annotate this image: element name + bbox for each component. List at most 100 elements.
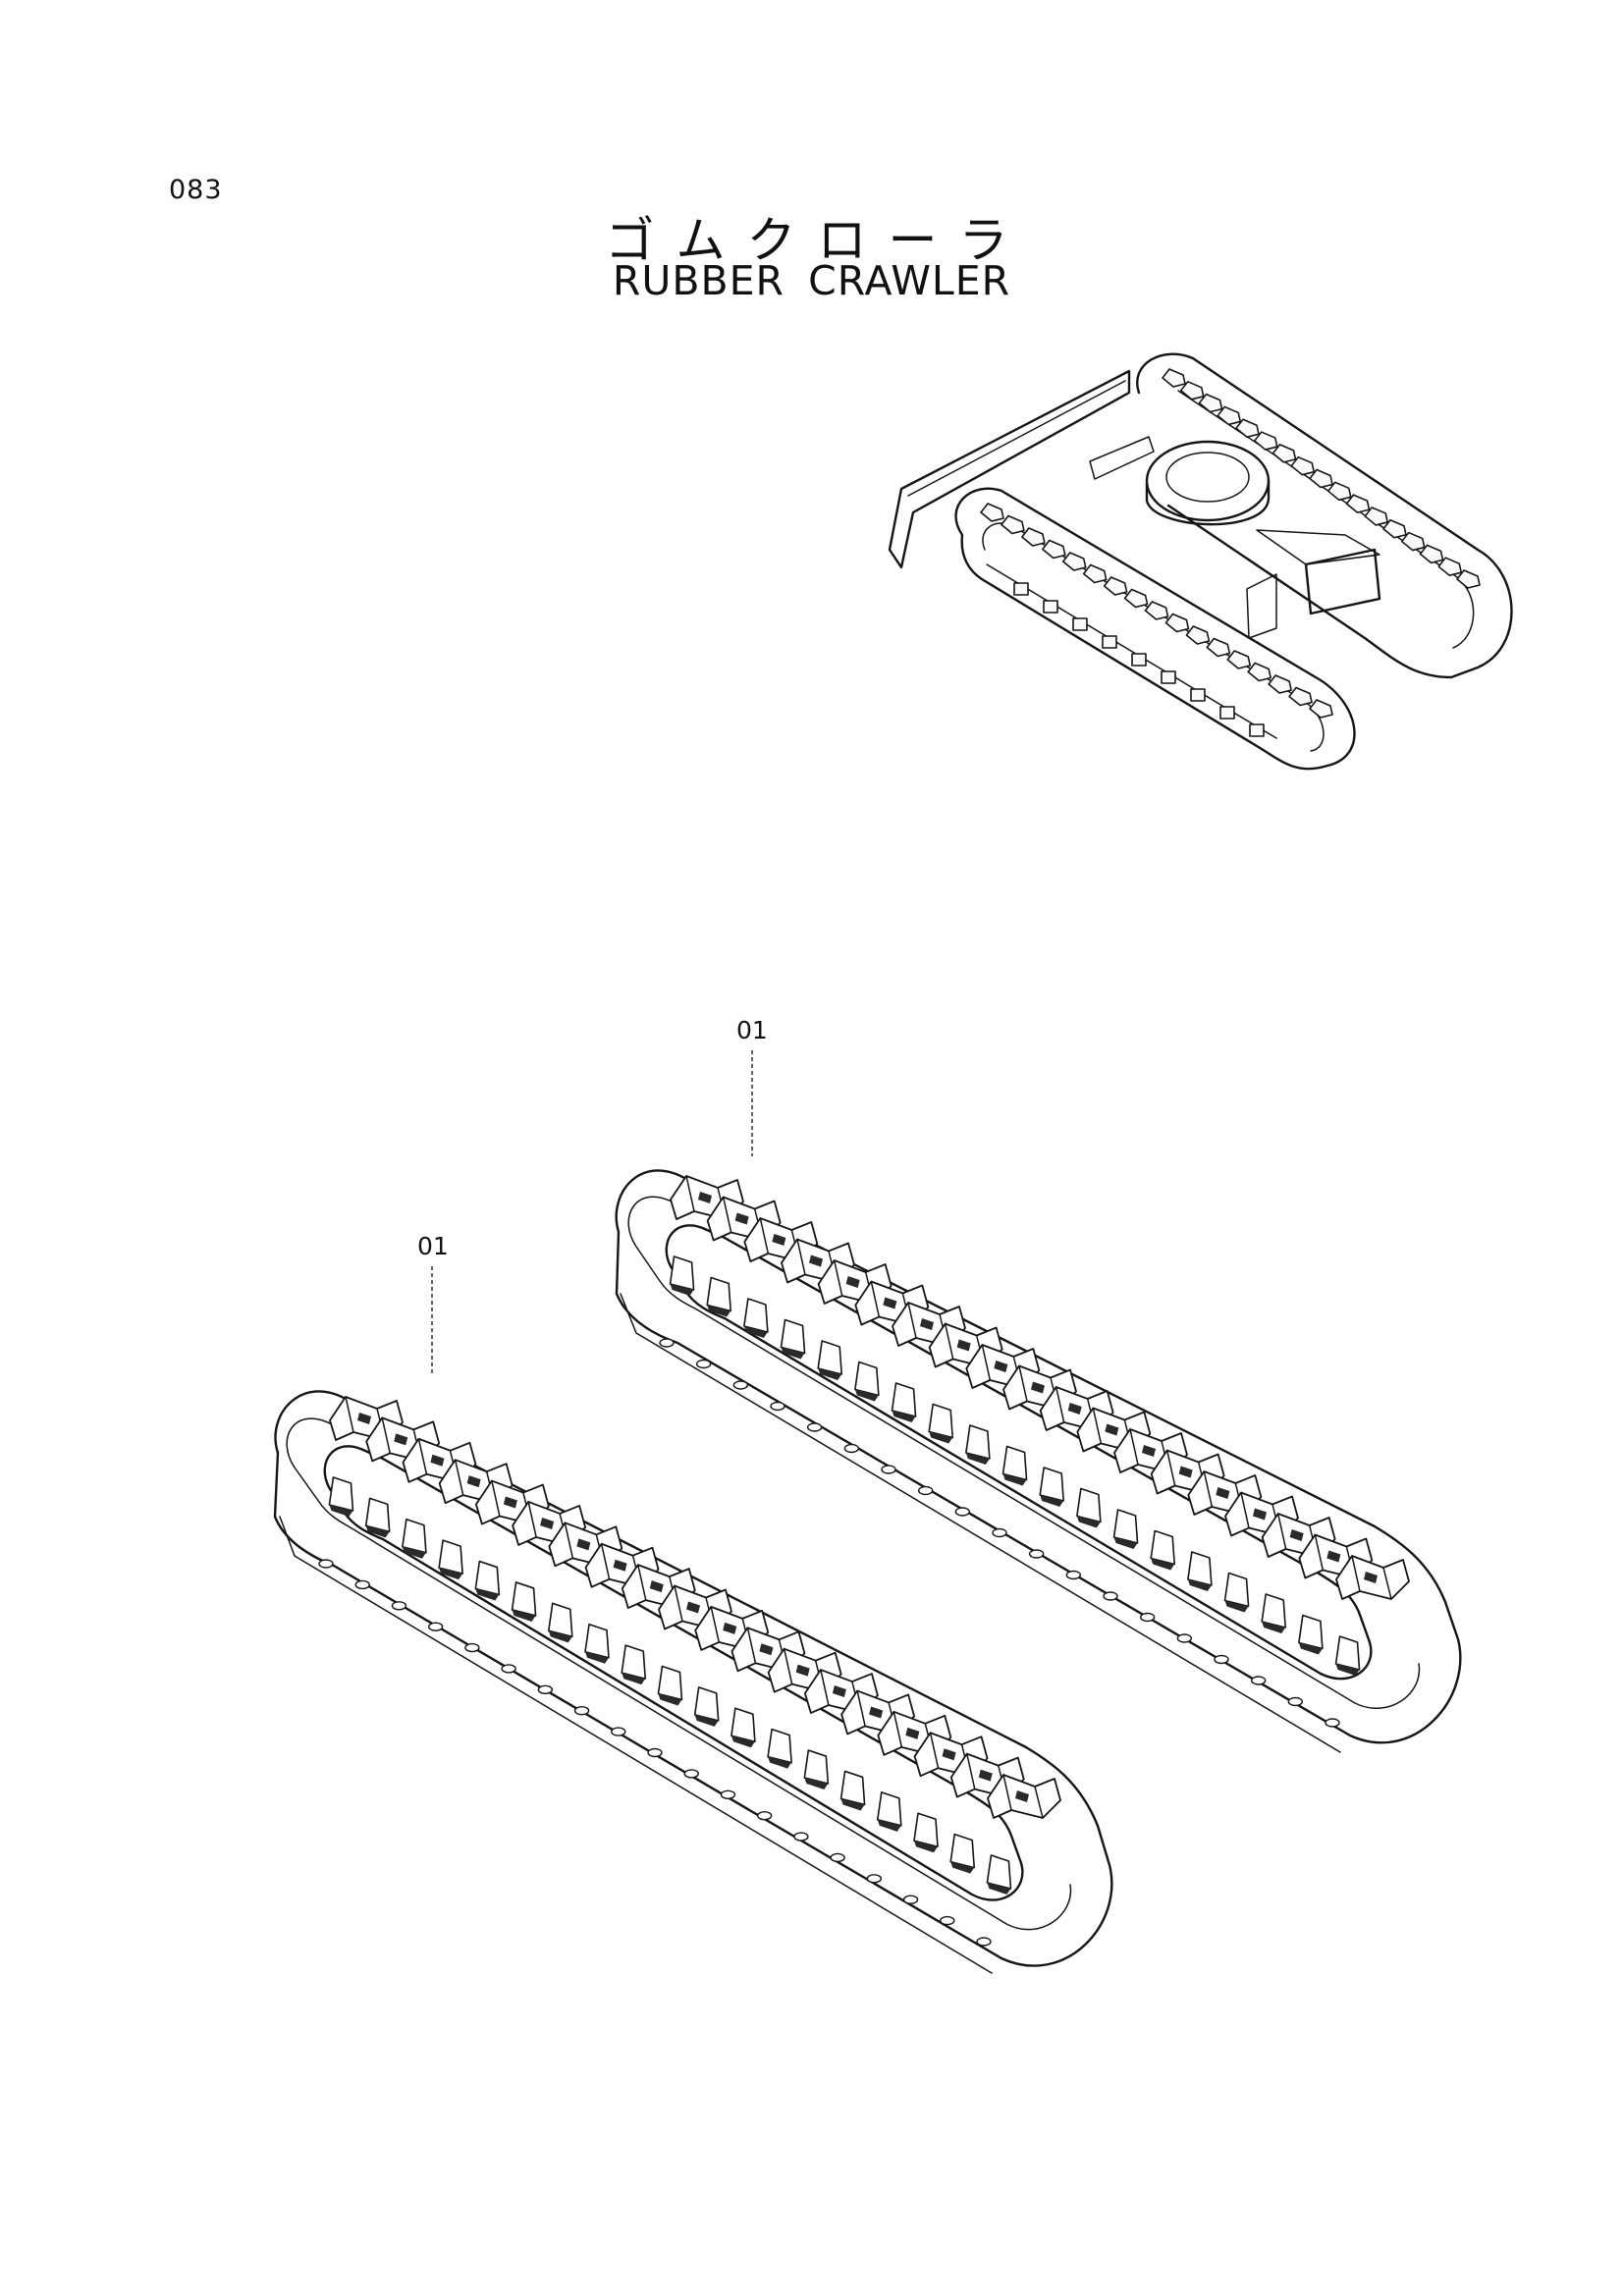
- mini-tread-lug: [1206, 637, 1231, 658]
- mini-tread-lug: [1271, 444, 1297, 463]
- underside-stud: [537, 1684, 554, 1695]
- underside-stud: [659, 1338, 675, 1348]
- underside-stud: [940, 1915, 955, 1926]
- guide-tooth-shadow: [1262, 1622, 1286, 1633]
- guide-tooth-shadow: [365, 1525, 390, 1538]
- guide-tooth: [913, 1812, 939, 1848]
- underside-stud: [830, 1852, 845, 1863]
- guide-tooth: [1076, 1487, 1102, 1523]
- mini-tread-lug: [1226, 650, 1252, 669]
- tread-lug-shadow: [809, 1255, 823, 1267]
- tread-lug-shadow: [1178, 1466, 1193, 1478]
- mini-tread-lug: [1162, 368, 1186, 388]
- underside-stud: [917, 1485, 934, 1496]
- mini-tread-lug: [1021, 527, 1046, 547]
- tread-lug-shadow: [686, 1601, 700, 1614]
- guide-tooth-shadow: [1335, 1664, 1360, 1676]
- track-roller: [1102, 635, 1117, 649]
- tread-lug-shadow: [1326, 1550, 1341, 1563]
- tread-lug-shadow: [772, 1234, 786, 1246]
- guide-tooth: [1298, 1614, 1324, 1650]
- guide-tooth-shadow: [965, 1453, 990, 1465]
- underside-stud: [756, 1810, 773, 1821]
- tread-lug-shadow: [723, 1622, 737, 1634]
- guide-tooth-shadow: [730, 1735, 755, 1748]
- underside-stud: [720, 1789, 736, 1799]
- track-roller: [1190, 688, 1206, 702]
- guide-tooth-shadow: [818, 1368, 842, 1380]
- tread-lug-shadow: [978, 1769, 993, 1782]
- title-english: RUBBER CRAWLER: [612, 257, 1011, 304]
- underside-stud: [806, 1422, 823, 1432]
- guide-tooth: [965, 1424, 991, 1460]
- underside-stud: [354, 1579, 370, 1590]
- underside-stud: [770, 1401, 785, 1412]
- underside-stud: [1250, 1676, 1267, 1685]
- underside-stud: [427, 1622, 444, 1631]
- rubber-crawler-right: [615, 1169, 1462, 1753]
- guide-tooth-shadow: [658, 1693, 682, 1706]
- mini-tread-lug: [1247, 662, 1271, 682]
- guide-tooth-shadow: [892, 1411, 916, 1422]
- guide-tooth: [949, 1833, 976, 1869]
- underside-stud: [1325, 1718, 1340, 1728]
- underside-stud: [683, 1769, 699, 1779]
- guide-tooth: [584, 1623, 610, 1659]
- guide-tooth: [621, 1644, 647, 1680]
- underside-stud: [695, 1359, 712, 1369]
- tread-lug-shadow: [920, 1318, 934, 1330]
- track-roller: [1249, 723, 1265, 737]
- tread-lug-shadow: [845, 1276, 860, 1288]
- mini-tread-lug: [1123, 588, 1149, 609]
- underside-stud: [501, 1664, 516, 1674]
- guide-tooth-shadow: [743, 1326, 768, 1338]
- title-japanese: ゴムクローラ: [605, 212, 1030, 269]
- tread-lug-shadow: [1364, 1572, 1378, 1583]
- page-number: 083: [169, 175, 223, 205]
- mini-tread-lug: [1456, 569, 1481, 589]
- guide-tooth-shadow: [914, 1841, 938, 1853]
- guide-tooth-shadow: [1040, 1495, 1064, 1507]
- mini-tread-lug: [1061, 552, 1087, 571]
- callout-label-left: 01: [417, 1232, 449, 1260]
- tread-lug-shadow: [576, 1538, 591, 1551]
- guide-tooth-shadow: [1113, 1537, 1138, 1549]
- mini-tread-lug: [1419, 544, 1444, 564]
- tread-lug-shadow: [759, 1643, 774, 1656]
- track-roller: [1131, 653, 1147, 667]
- guide-tooth-shadow: [768, 1756, 792, 1769]
- underside-stud: [954, 1507, 971, 1517]
- track-roller: [1013, 582, 1029, 596]
- tread-lug-shadow: [698, 1192, 712, 1203]
- guide-tooth-shadow: [694, 1714, 719, 1727]
- mini-tread-lug: [1268, 674, 1292, 694]
- tread-lug-shadow: [430, 1454, 445, 1467]
- tread-lug-shadow: [503, 1496, 517, 1509]
- guide-tooth-shadow: [987, 1883, 1011, 1895]
- tread-lug-shadow: [1105, 1423, 1119, 1436]
- mini-tread-lug: [1288, 686, 1313, 707]
- guide-tooth-shadow: [707, 1305, 731, 1317]
- underside-stud: [391, 1601, 407, 1611]
- guide-tooth-shadow: [781, 1347, 805, 1360]
- mini-tread-lug: [1001, 514, 1025, 535]
- tread-lug-shadow: [1289, 1529, 1304, 1541]
- guide-tooth: [839, 1770, 866, 1806]
- underside-stud: [573, 1706, 590, 1716]
- mini-tread-lug: [1103, 576, 1128, 596]
- underside-stud: [992, 1527, 1007, 1538]
- guide-tooth: [876, 1791, 902, 1827]
- underside-stud: [866, 1874, 883, 1884]
- undercarriage-overview-illustration: [888, 352, 1513, 771]
- guide-tooth-shadow: [548, 1630, 572, 1643]
- tread-lug-shadow: [649, 1580, 664, 1593]
- tread-lug-shadow: [613, 1559, 627, 1572]
- tread-lug-shadow: [869, 1706, 884, 1719]
- guide-tooth-shadow: [1151, 1558, 1175, 1571]
- guide-tooth-shadow: [877, 1819, 901, 1832]
- guide-tooth: [743, 1298, 769, 1333]
- mini-tread-lug: [1345, 494, 1371, 513]
- mini-tread-lug: [1309, 699, 1333, 719]
- guide-tooth-shadow: [1298, 1642, 1323, 1655]
- guide-tooth: [854, 1361, 880, 1397]
